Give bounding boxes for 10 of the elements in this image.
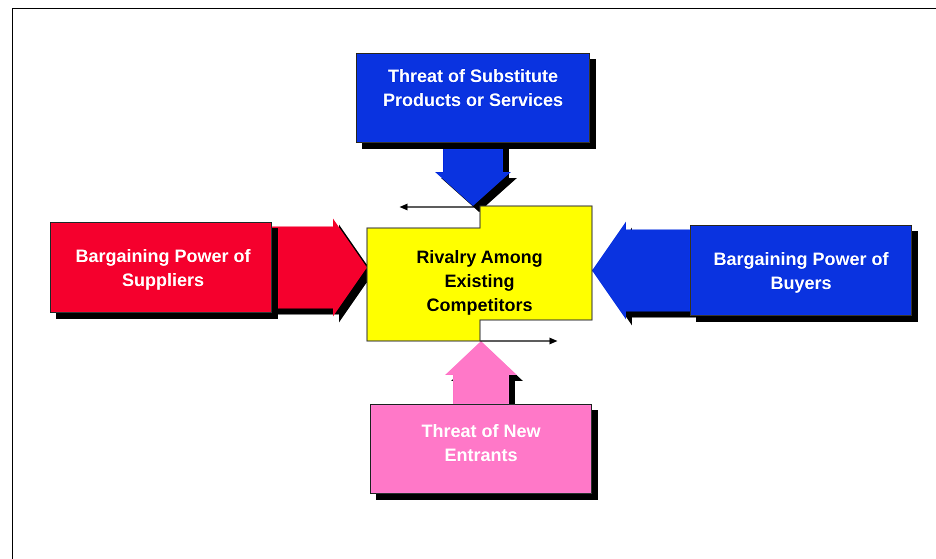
force-label: Threat of New Entrants: [420, 420, 542, 467]
block-arrow: [592, 222, 690, 320]
block-arrow: [272, 218, 367, 316]
force-label: Rivalry Among Existing Competitors: [415, 246, 544, 316]
arrow: [400, 204, 480, 210]
notched-box: [367, 206, 592, 341]
force-label: Bargaining Power of Suppliers: [74, 244, 252, 292]
force-label: Bargaining Power of Buyers: [712, 248, 890, 294]
force-label: Threat of Substitute Products or Services: [382, 65, 564, 112]
arrow: [480, 338, 558, 344]
